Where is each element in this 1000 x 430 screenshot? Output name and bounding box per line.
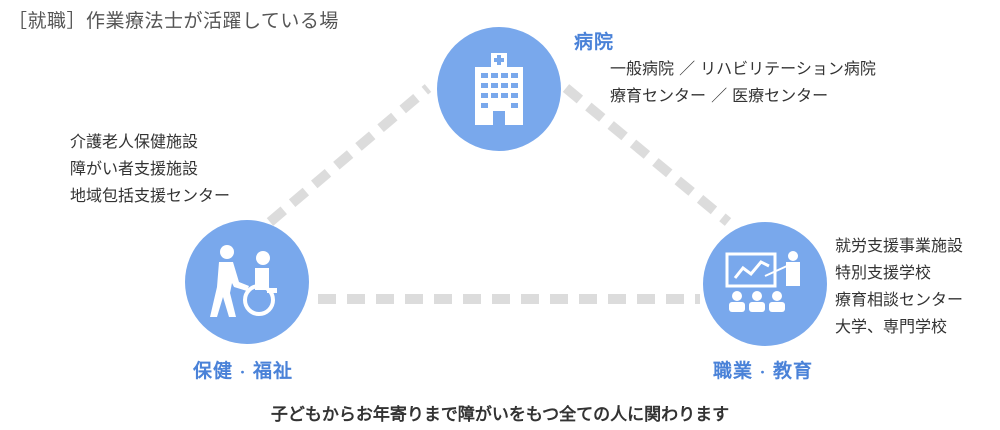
connector-hospital-education [562, 84, 732, 226]
hospital-building-icon [475, 53, 523, 125]
label-separator: ・ [757, 365, 770, 379]
list-item: 障がい者支援施設 [70, 159, 199, 178]
presentation-classroom-icon [725, 251, 800, 312]
list-item: 地域包括支援センター [70, 186, 231, 205]
list-item: 大学、専門学校 [835, 317, 948, 336]
welfare-facility-list: 介護老人保健施設 障がい者支援施設 地域包括支援センター [70, 128, 230, 209]
education-label: 職業・教育 [713, 356, 813, 383]
welfare-label-left: 保健 [193, 360, 234, 382]
welfare-label-right: 福祉 [253, 360, 294, 382]
welfare-circle [185, 220, 309, 344]
wheelchair-caregiver-icon [210, 245, 277, 317]
education-label-right: 教育 [773, 360, 814, 382]
hospital-label: 病院 [574, 31, 615, 53]
education-label-left: 職業 [713, 360, 754, 382]
footer-caption: 子どもからお年寄りまで障がいをもつ全ての人に関わります [270, 405, 730, 425]
page-title: ［就職］作業療法士が活躍している場 [8, 10, 339, 32]
hospital-facility-list: 一般病院 ／ リハビリテーション病院 療育センター ／ 医療センター [610, 55, 876, 109]
label-separator: ・ [237, 365, 250, 379]
list-item: 特別支援学校 [835, 263, 932, 282]
education-facility-list: 就労支援事業施設 特別支援学校 療育相談センター 大学、専門学校 [835, 232, 963, 340]
list-item: 療育センター ／ 医療センター [610, 86, 829, 105]
welfare-label: 保健・福祉 [193, 356, 293, 383]
list-item: 療育相談センター [835, 290, 964, 309]
connector-welfare-hospital [266, 84, 432, 226]
education-circle [703, 222, 827, 346]
list-item: 就労支援事業施設 [835, 236, 964, 255]
hospital-circle [437, 27, 561, 151]
list-item: 介護老人保健施設 [70, 132, 199, 151]
list-item: 一般病院 ／ リハビリテーション病院 [610, 59, 876, 78]
